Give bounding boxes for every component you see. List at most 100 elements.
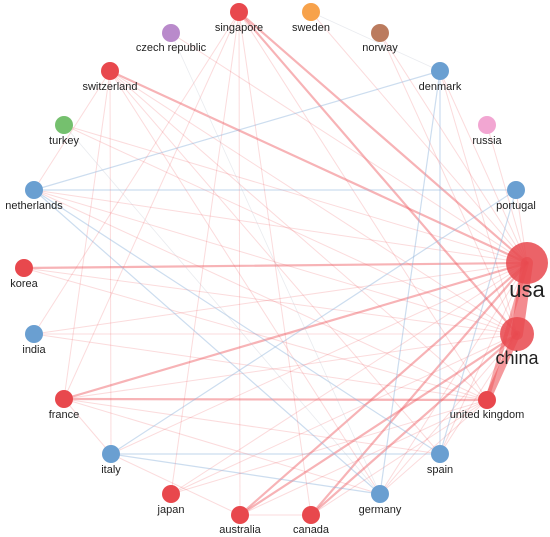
edge-czech-republic-usa [170, 32, 528, 264]
edges-layer [22, 10, 533, 517]
node-norway[interactable] [371, 24, 389, 42]
nodes-layer [15, 3, 548, 524]
node-label-usa: usa [509, 277, 545, 302]
edge-netherlands-germany [33, 189, 381, 495]
node-label-germany: germany [359, 504, 402, 516]
edge-france-italy [63, 398, 112, 455]
edge-germany-china [379, 333, 518, 495]
edge-korea-china [23, 267, 518, 335]
edge-italy-usa [110, 262, 528, 455]
node-czech-republic[interactable] [162, 24, 180, 42]
edge-turkey-china [63, 124, 518, 335]
node-label-singapore: singapore [215, 22, 263, 34]
node-india[interactable] [25, 325, 43, 343]
edge-netherlands-denmark [33, 70, 441, 191]
edge-norway-usa [379, 32, 528, 264]
node-spain[interactable] [431, 445, 449, 463]
node-label-turkey: turkey [49, 135, 79, 147]
node-label-united-kingdom: united kingdom [450, 409, 525, 421]
node-label-france: france [49, 409, 80, 421]
edge-france-germany [63, 398, 381, 495]
node-label-czech-republic: czech republic [136, 42, 207, 54]
node-russia[interactable] [478, 116, 496, 134]
node-denmark[interactable] [431, 62, 449, 80]
node-label-netherlands: netherlands [5, 200, 63, 212]
edge-russia-usa [486, 124, 528, 264]
edge-portugal-spain [439, 189, 517, 455]
node-label-korea: korea [10, 278, 38, 290]
edge-sweden-denmark [310, 11, 441, 72]
node-portugal[interactable] [507, 181, 525, 199]
edge-singapore-usa [237, 10, 529, 265]
edge-australia-china [238, 332, 519, 517]
edge-singapore-japan [170, 11, 240, 495]
node-usa[interactable] [506, 242, 548, 284]
node-china[interactable] [500, 317, 534, 351]
node-singapore[interactable] [230, 3, 248, 21]
node-label-india: india [22, 344, 46, 356]
edge-switzerland-germany [109, 70, 381, 495]
edge-india-united-kingdom [33, 333, 488, 401]
node-label-japan: japan [157, 504, 185, 516]
edge-singapore-china [237, 10, 519, 336]
edge-switzerland-spain [109, 70, 441, 455]
node-label-denmark: denmark [419, 81, 462, 93]
node-italy[interactable] [102, 445, 120, 463]
edge-denmark-china [439, 70, 518, 335]
edge-korea-usa [22, 261, 529, 270]
edge-france-usa [62, 261, 529, 401]
edge-netherlands-usa [33, 189, 528, 264]
node-label-italy: italy [101, 464, 121, 476]
edge-italy-australia [110, 453, 241, 516]
edge-turkey-germany [63, 124, 381, 495]
node-united-kingdom[interactable] [478, 391, 496, 409]
edge-australia-usa [238, 261, 529, 517]
edge-netherlands-spain [33, 189, 441, 455]
edge-france-spain [63, 398, 441, 455]
edge-canada-united-kingdom [310, 399, 488, 516]
edge-india-singapore [33, 11, 240, 335]
edge-singapore-united-kingdom [238, 11, 488, 401]
edge-switzerland-france [63, 70, 111, 400]
edge-spain-china [439, 333, 518, 455]
edge-sweden-usa [310, 11, 528, 264]
edge-india-usa [33, 262, 528, 335]
edge-japan-usa [170, 262, 528, 495]
edge-czech-republic-germany [170, 32, 381, 495]
node-japan[interactable] [162, 485, 180, 503]
node-label-portugal: portugal [496, 200, 536, 212]
node-turkey[interactable] [55, 116, 73, 134]
node-switzerland[interactable] [101, 62, 119, 80]
edge-korea-united-kingdom [23, 267, 488, 401]
edge-norway-china [379, 32, 518, 335]
node-germany[interactable] [371, 485, 389, 503]
edge-switzerland-italy [109, 70, 112, 455]
edge-france-united-kingdom [62, 397, 489, 402]
edge-canada-usa [309, 261, 529, 517]
node-australia[interactable] [231, 506, 249, 524]
edge-singapore-australia [238, 11, 241, 516]
edge-spain-usa [439, 262, 528, 455]
node-label-norway: norway [362, 42, 398, 54]
edge-canada-china [309, 332, 519, 517]
edge-france-china [63, 333, 518, 400]
edge-turkey-usa [63, 124, 528, 264]
node-label-spain: spain [427, 464, 453, 476]
node-france[interactable] [55, 390, 73, 408]
edge-portugal-italy [110, 189, 517, 455]
node-label-canada: canada [293, 524, 330, 536]
edge-japan-china [170, 333, 518, 495]
node-sweden[interactable] [302, 3, 320, 21]
node-netherlands[interactable] [25, 181, 43, 199]
edge-switzerland-netherlands [33, 70, 111, 191]
node-label-china: china [495, 348, 539, 368]
edge-singapore-canada [238, 11, 312, 516]
edge-germany-united-kingdom [379, 399, 488, 495]
node-canada[interactable] [302, 506, 320, 524]
edge-denmark-germany [379, 70, 441, 495]
edge-germany-usa [379, 262, 528, 495]
edge-switzerland-usa [108, 69, 529, 265]
node-korea[interactable] [15, 259, 33, 277]
